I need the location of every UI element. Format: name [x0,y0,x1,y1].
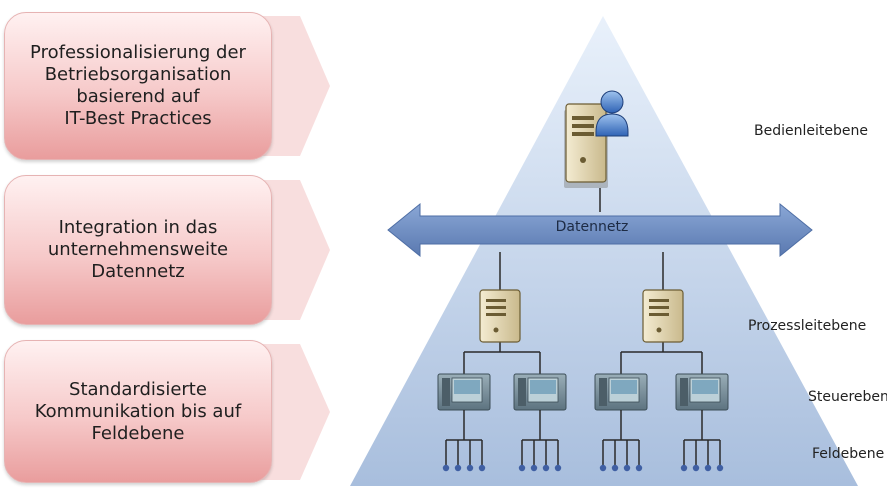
field-device-icon [623,464,631,472]
field-device-icon [704,464,712,472]
level-label-bedienleitebene: Bedienleitebene [754,123,868,139]
field-device-icon [442,464,450,472]
goal-box-data-network: Integration in das unternehmensweite Dat… [4,175,272,325]
level-label-prozessleitebene: Prozessleitebene [748,318,867,334]
field-device-icon [611,464,619,472]
controllers [437,373,729,411]
field-device-icon [478,464,486,472]
goal-box-field-communication: Standardisierte Kommunikation bis auf Fe… [4,340,272,483]
field-device-icon [680,464,688,472]
connection-lines [463,188,703,374]
field-device-icon [599,464,607,472]
field-device-icon [466,464,474,472]
operator-station-icon [564,90,629,188]
field-device-icon [518,464,526,472]
level-label-feldebene: Feldebene [812,446,885,462]
server-icon [642,289,684,343]
field-devices [442,410,724,472]
plc-controller-icon [594,373,648,411]
field-device-icon [454,464,462,472]
field-device-icon [692,464,700,472]
field-bus [442,410,486,472]
level-label-steuerebene: Steuerebene [808,389,887,405]
field-device-icon [716,464,724,472]
pyramid [350,16,858,486]
plc-controller-icon [513,373,567,411]
plc-controller-icon [437,373,491,411]
network-arrow [387,202,813,258]
field-device-icon [554,464,562,472]
goal-box-it-best-practices: Professionalisierung der Betriebsorganis… [4,12,272,160]
field-device-icon [530,464,538,472]
plc-controller-icon [675,373,729,411]
server-icon [479,289,521,343]
network-label: Datennetz [555,219,629,235]
field-bus [680,410,724,472]
field-bus [599,410,643,472]
user-icon [595,90,629,137]
field-device-icon [635,464,643,472]
field-bus [518,410,562,472]
field-device-icon [542,464,550,472]
